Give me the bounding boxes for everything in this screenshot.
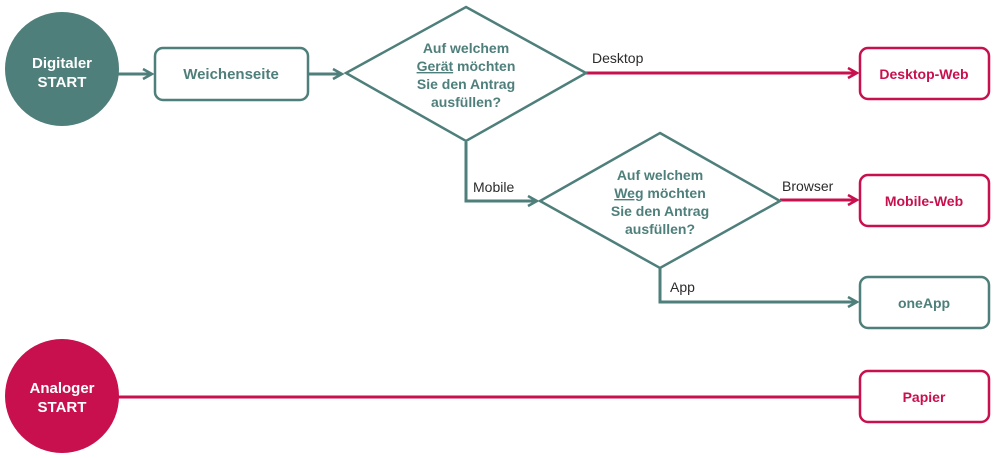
outcome-desktop-web-label: Desktop-Web — [879, 66, 968, 82]
decision-device-underlined-word: Gerät — [417, 58, 454, 74]
edge-label-desktop: Desktop — [592, 50, 644, 66]
connector-app — [658, 268, 860, 309]
decision-way-line1: Auf welchem — [617, 167, 703, 183]
decision-device-node: Auf welchem Gerät möchten Sie den Antrag… — [343, 5, 589, 143]
edge-label-app: App — [670, 279, 695, 295]
decision-device-line4: ausfüllen? — [431, 94, 501, 110]
outcome-papier: Papier — [858, 369, 991, 424]
connector-mobile — [464, 142, 540, 208]
edge-label-browser: Browser — [782, 178, 834, 194]
outcome-mobile-web: Mobile-Web — [858, 173, 991, 228]
weichenseite-node: Weichenseite — [153, 46, 310, 102]
decision-device-line2: Gerät möchten — [417, 58, 516, 74]
outcome-desktop-web: Desktop-Web — [858, 46, 991, 101]
start-analog-line2: START — [38, 399, 87, 416]
outcome-oneapp-label: oneApp — [898, 295, 950, 311]
edge-label-mobile: Mobile — [473, 179, 514, 195]
weichenseite-label: Weichenseite — [183, 66, 279, 83]
start-digital-node: Digitaler START — [5, 12, 119, 126]
start-analog-node: Analoger START — [5, 339, 119, 453]
decision-device-line1: Auf welchem — [423, 40, 509, 56]
outcome-oneapp: oneApp — [858, 275, 991, 330]
decision-way-line4: ausfüllen? — [625, 221, 695, 237]
decision-device-line3: Sie den Antrag — [417, 76, 515, 92]
outcome-papier-label: Papier — [903, 389, 946, 405]
outcome-mobile-web-label: Mobile-Web — [885, 193, 963, 209]
decision-device-line2-rest: möchten — [453, 58, 515, 74]
decision-way-node: Auf welchem Weg möchten Sie den Antrag a… — [537, 131, 783, 270]
decision-way-line2-rest: möchten — [644, 185, 706, 201]
start-digital-line2: START — [38, 74, 87, 91]
decision-way-line2: Weg möchten — [614, 185, 706, 201]
decision-way-line3: Sie den Antrag — [611, 203, 709, 219]
start-analog-line1: Analoger — [29, 380, 94, 397]
start-digital-line1: Digitaler — [32, 55, 92, 72]
decision-way-underlined-word: Weg — [614, 185, 643, 201]
